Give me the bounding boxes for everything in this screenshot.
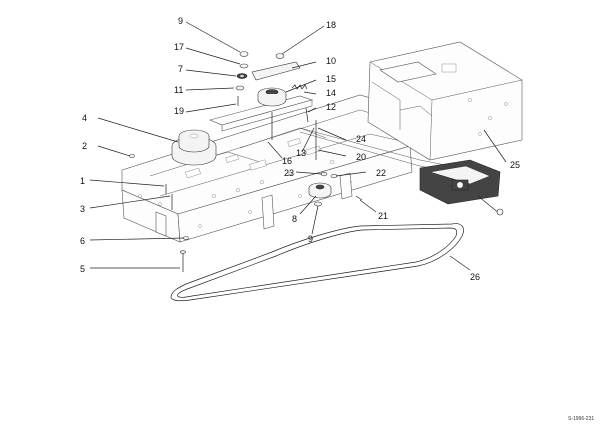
callout-18: 18 [326, 20, 336, 30]
callout-4: 4 [82, 113, 87, 123]
callout-10: 10 [326, 56, 336, 66]
pto-clutch [171, 129, 217, 166]
callout-23: 23 [284, 168, 294, 178]
drive-belt [170, 223, 464, 302]
callout-26: 26 [470, 272, 480, 282]
callout-1: 1 [80, 176, 85, 186]
callout-24: 24 [356, 134, 366, 144]
chassis-frame [121, 94, 471, 243]
callout-20: 20 [356, 152, 366, 162]
callout-labels: 9 18 17 10 7 15 11 14 19 12 4 24 2 13 16… [80, 16, 520, 282]
callout-11: 11 [174, 85, 183, 95]
lower-idler-pulley [308, 171, 363, 207]
left-hardware [129, 154, 189, 272]
callout-16: 16 [282, 156, 292, 166]
callout-6: 6 [80, 236, 85, 246]
callout-3: 3 [80, 204, 85, 214]
callout-2: 2 [82, 141, 87, 151]
callout-22: 22 [376, 168, 386, 178]
rear-housing [367, 41, 523, 161]
callout-8: 8 [292, 214, 297, 224]
hardware-stack [235, 51, 285, 91]
callout-17: 17 [174, 42, 184, 52]
callout-9-top: 9 [178, 16, 183, 26]
callout-5: 5 [80, 264, 85, 274]
drawing-number: S-1996-231 [568, 416, 594, 422]
callout-7: 7 [178, 64, 183, 74]
callout-25: 25 [510, 160, 520, 170]
callout-19: 19 [174, 106, 184, 116]
idler-arm-assembly [237, 61, 317, 160]
callout-15: 15 [326, 74, 336, 84]
callout-13: 13 [296, 148, 306, 158]
callout-12: 12 [326, 102, 336, 112]
callout-21: 21 [378, 211, 388, 221]
callout-9-lower: 9 [308, 234, 313, 244]
transmission-assembly [419, 159, 504, 216]
leader-lines [89, 21, 507, 271]
callout-14: 14 [326, 88, 336, 98]
